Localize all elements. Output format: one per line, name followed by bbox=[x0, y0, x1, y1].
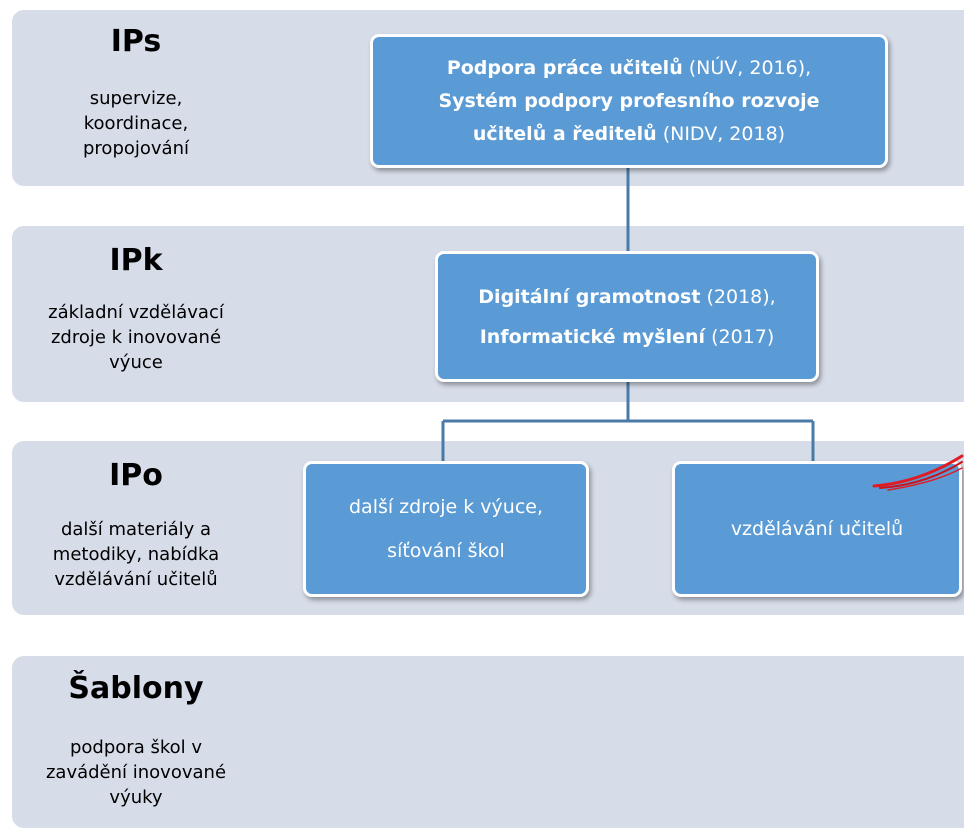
band-title-ipk: IPk bbox=[109, 243, 163, 278]
band-desc-line: zavádění inovované bbox=[45, 762, 227, 783]
band-desc-ips: supervize, koordinace, propojování bbox=[12, 86, 260, 161]
ips-box-line: učitelů a ředitelů (NIDV, 2018) bbox=[473, 118, 785, 151]
ips-box: Podpora práce učitelů (NÚV, 2016), Systé… bbox=[370, 34, 888, 168]
band-desc-line: výuce bbox=[109, 352, 163, 373]
normal-text: (2018), bbox=[700, 285, 776, 308]
bold-text: Podpora práce učitelů bbox=[446, 56, 683, 79]
bold-text: Systém podpory profesního rozvoje bbox=[438, 89, 820, 112]
band-desc-line: základní vzdělávací bbox=[48, 302, 224, 323]
band-desc-ipk: základní vzdělávací zdroje k inovované v… bbox=[12, 300, 260, 375]
bold-text: Informatické myšlení bbox=[479, 325, 706, 348]
band-title-ipo: IPo bbox=[109, 458, 163, 493]
ipo-left-box: další zdroje k výuce, síťování škol bbox=[303, 461, 589, 597]
bold-text: Digitální gramotnost bbox=[478, 285, 701, 308]
band-title-ips: IPs bbox=[110, 24, 162, 59]
red-brush-stroke bbox=[872, 454, 964, 491]
ipk-box-line: Digitální gramotnost (2018), bbox=[478, 277, 775, 317]
band-desc-line: výuky bbox=[109, 787, 163, 808]
band-desc-line: metodiky, nabídka bbox=[52, 544, 220, 565]
band-desc-line: podpora škol v bbox=[69, 737, 202, 758]
ips-box-line: Podpora práce učitelů (NÚV, 2016), bbox=[447, 52, 811, 85]
band-desc-ipo: další materiály a metodiky, nabídka vzdě… bbox=[12, 517, 260, 592]
band-desc-line: zdroje k inovované bbox=[50, 327, 222, 348]
ipk-box-line: Informatické myšlení (2017) bbox=[480, 317, 775, 357]
ipo-right-box: vzdělávání učitelů bbox=[672, 461, 962, 597]
band-desc-line: supervize, bbox=[89, 88, 183, 109]
normal-text: (2017) bbox=[705, 325, 775, 348]
band-desc-line: vzdělávání učitelů bbox=[54, 569, 218, 590]
normal-text: (NÚV, 2016), bbox=[682, 56, 812, 79]
bold-text: učitelů a ředitelů bbox=[472, 122, 657, 145]
ipo-left-box-line: další zdroje k výuce, bbox=[348, 496, 543, 518]
band-desc-line: koordinace, bbox=[83, 113, 189, 134]
band-sablony bbox=[12, 656, 964, 828]
ipo-right-box-line: vzdělávání učitelů bbox=[730, 518, 904, 540]
ipk-box: Digitální gramotnost (2018), Informatick… bbox=[435, 251, 819, 382]
ipo-left-box-line: síťování škol bbox=[387, 540, 505, 562]
band-desc-sablony: podpora škol v zavádění inovované výuky bbox=[12, 735, 260, 810]
band-desc-line: další materiály a bbox=[60, 519, 212, 540]
band-desc-line: propojování bbox=[83, 138, 189, 159]
band-title-sablony: Šablony bbox=[68, 671, 204, 706]
normal-text: (NIDV, 2018) bbox=[656, 122, 786, 145]
ips-box-line: Systém podpory profesního rozvoje bbox=[438, 85, 819, 118]
